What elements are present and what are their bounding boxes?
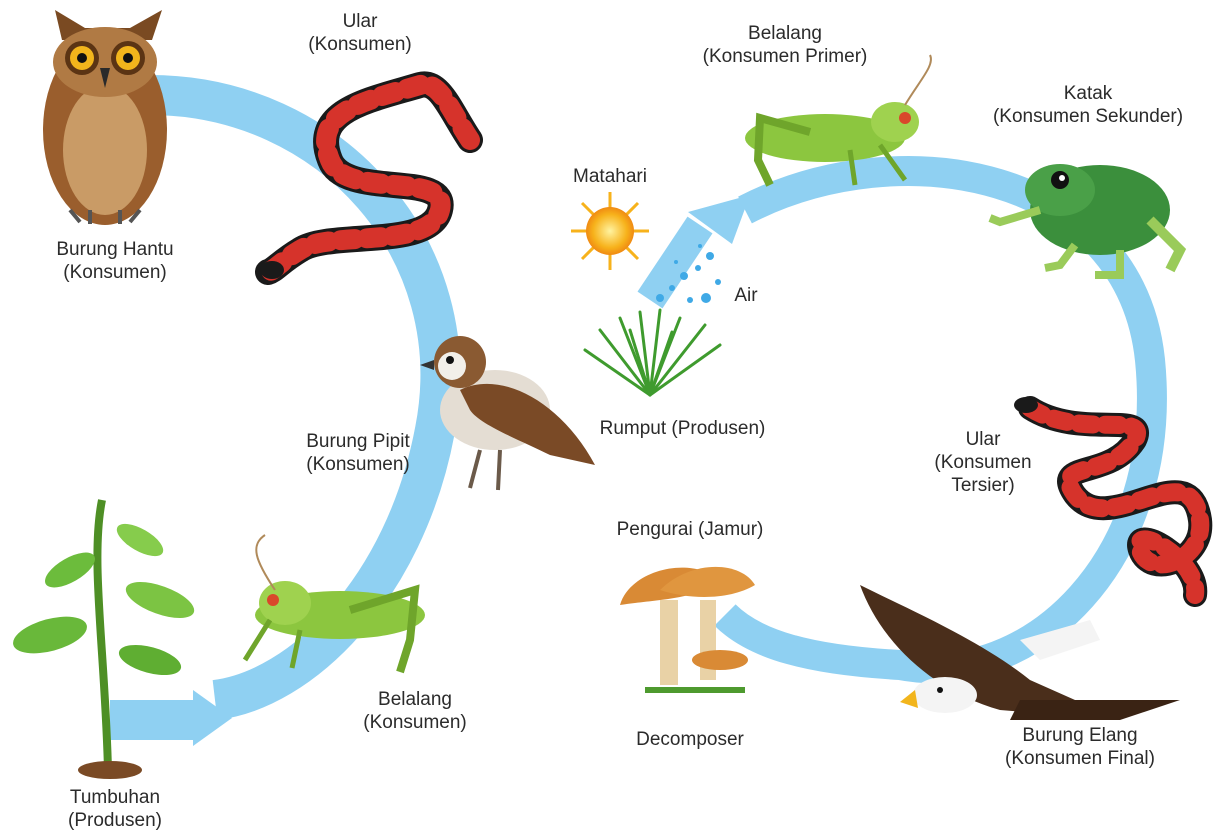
frog-label-role: (Konsumen Sekunder) (968, 105, 1208, 128)
eagle-label-role: (Konsumen Final) (980, 747, 1180, 770)
owl-label: Burung Hantu (Konsumen) (40, 238, 190, 284)
sparrow-label-name: Burung Pipit (283, 430, 433, 453)
owl-icon (43, 10, 167, 225)
sparrow-label: Burung Pipit (Konsumen) (283, 430, 433, 476)
left-snake-label: Ular (Konsumen) (285, 10, 435, 56)
left-grasshopper-label-role: (Konsumen) (340, 711, 490, 734)
water-label: Air (725, 284, 767, 307)
right-grasshopper-label-role: (Konsumen Primer) (680, 45, 890, 68)
decomposer-label: Decomposer (610, 728, 770, 751)
right-grasshopper-label-name: Belalang (680, 22, 890, 45)
frog-label-name: Katak (968, 82, 1208, 105)
decomposer-title-label: Pengurai (Jamur) (595, 518, 785, 541)
sun-label: Matahari (555, 165, 665, 188)
left-snake-label-name: Ular (285, 10, 435, 33)
left-grasshopper-label-name: Belalang (340, 688, 490, 711)
right-snake-label: Ular (Konsumen Tersier) (918, 428, 1048, 497)
right-snake-label-line1: Ular (918, 428, 1048, 451)
plant-label: Tumbuhan (Produsen) (40, 786, 190, 832)
sparrow-label-role: (Konsumen) (283, 453, 433, 476)
plant-label-name: Tumbuhan (40, 786, 190, 809)
right-grasshopper-label: Belalang (Konsumen Primer) (680, 22, 890, 68)
sun-icon (571, 192, 649, 270)
eagle-label-name: Burung Elang (980, 724, 1180, 747)
left-grasshopper-label: Belalang (Konsumen) (340, 688, 490, 734)
grass-label: Rumput (Produsen) (575, 417, 790, 440)
right-snake-label-line2: (Konsumen (918, 451, 1048, 474)
right-snake-label-line3: Tersier) (918, 474, 1048, 497)
eagle-label: Burung Elang (Konsumen Final) (980, 724, 1180, 770)
owl-label-role: (Konsumen) (40, 261, 190, 284)
owl-label-name: Burung Hantu (40, 238, 190, 261)
frog-label: Katak (Konsumen Sekunder) (968, 82, 1208, 128)
grass-icon (585, 310, 720, 395)
plant-label-role: (Produsen) (40, 809, 190, 832)
left-snake-label-role: (Konsumen) (285, 33, 435, 56)
